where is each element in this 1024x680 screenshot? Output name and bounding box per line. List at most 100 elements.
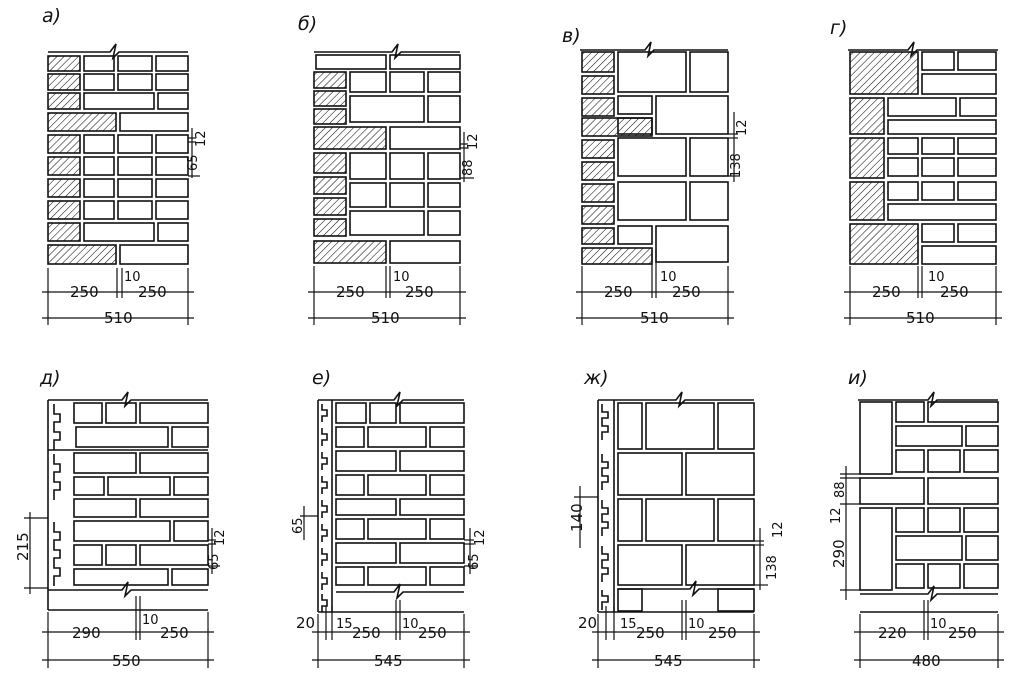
brick <box>427 71 461 93</box>
brick <box>895 449 925 473</box>
brick <box>921 181 955 201</box>
dim-joint-10: 10 <box>660 270 677 285</box>
wall-section <box>47 43 189 265</box>
hatched-brick <box>581 117 653 137</box>
brick <box>83 134 115 154</box>
wall-section <box>47 391 209 611</box>
brick <box>887 97 957 117</box>
brick <box>717 498 755 542</box>
brick <box>895 425 963 447</box>
brick <box>921 73 997 95</box>
brick <box>83 222 155 242</box>
brick <box>427 152 461 180</box>
hatched-brick <box>313 126 387 150</box>
brick <box>389 152 425 180</box>
brick <box>399 402 465 424</box>
brick <box>927 563 961 589</box>
brick <box>75 426 169 448</box>
hatched-brick <box>47 55 81 72</box>
panel-label: б) <box>298 13 317 35</box>
brick <box>105 402 137 424</box>
brick <box>859 477 925 505</box>
brick <box>335 450 397 472</box>
dim-joint-10: 10 <box>930 617 947 632</box>
break-line <box>318 391 464 409</box>
brick <box>335 498 397 516</box>
dim-total-510: 510 <box>906 309 935 327</box>
dimension-lines <box>308 132 474 325</box>
brick <box>957 181 997 201</box>
brick <box>155 156 189 176</box>
brick <box>921 157 955 177</box>
break-line <box>858 391 998 409</box>
brick <box>349 152 387 180</box>
brick <box>367 518 427 540</box>
brick <box>685 452 755 496</box>
wall-section <box>597 391 755 613</box>
dim-left-250: 250 <box>604 283 633 301</box>
brick <box>139 544 209 566</box>
brick <box>895 563 925 589</box>
brick <box>689 181 729 221</box>
dim-right-250: 250 <box>708 624 737 642</box>
dim-joint-12: 12 <box>771 521 786 538</box>
panel-e: е) <box>291 367 488 670</box>
brick <box>717 402 755 450</box>
dim-total-545: 545 <box>654 652 683 670</box>
brick <box>389 182 425 208</box>
dim-left-290: 290 <box>72 624 101 642</box>
brick <box>895 535 963 561</box>
hatched-brick <box>581 227 615 245</box>
break-line <box>336 583 464 601</box>
brick <box>107 476 171 496</box>
brick <box>83 178 115 198</box>
dim-joint-10: 10 <box>124 270 141 285</box>
brick <box>617 452 683 496</box>
hatched-brick <box>313 90 347 107</box>
brick <box>171 568 209 586</box>
panel-v: в) <box>562 25 750 327</box>
brick <box>927 401 999 423</box>
dim-total-510: 510 <box>104 309 133 327</box>
wall-section <box>317 391 465 613</box>
break-line <box>48 43 188 61</box>
hatched-brick <box>581 205 615 225</box>
brick <box>117 178 153 198</box>
brick <box>73 498 137 518</box>
break-line <box>48 391 208 409</box>
hatched-block <box>849 97 885 135</box>
brick <box>429 474 465 496</box>
break-line <box>48 581 208 599</box>
dim-joint-12: 12 <box>735 119 750 136</box>
brick <box>429 566 465 586</box>
brick <box>83 73 115 91</box>
brick <box>921 137 955 155</box>
brick <box>399 498 465 516</box>
brick <box>157 92 189 110</box>
brick <box>83 200 115 220</box>
panel-i: и) <box>829 367 1004 670</box>
dim-joint-10: 10 <box>688 617 705 632</box>
dim-total-510: 510 <box>371 309 400 327</box>
hatched-brick <box>581 247 653 265</box>
dimension-lines <box>576 112 740 325</box>
dim-gap-15: 15 <box>336 617 353 632</box>
brick <box>963 507 999 533</box>
brick <box>73 476 105 496</box>
dimension-lines <box>844 266 1002 325</box>
brick <box>367 566 427 586</box>
brick <box>717 588 755 612</box>
brick <box>645 402 715 450</box>
brick <box>927 449 961 473</box>
brick <box>427 182 461 208</box>
dim-right-250: 250 <box>160 624 189 642</box>
brick <box>349 182 387 208</box>
hatched-brick <box>47 92 81 110</box>
hatched-block <box>849 223 919 265</box>
brick <box>139 402 209 424</box>
brick <box>83 92 155 110</box>
brick <box>139 452 209 474</box>
dim-total-550: 550 <box>112 652 141 670</box>
dim-height-290: 290 <box>830 539 848 568</box>
panel-label: ж) <box>583 367 609 389</box>
